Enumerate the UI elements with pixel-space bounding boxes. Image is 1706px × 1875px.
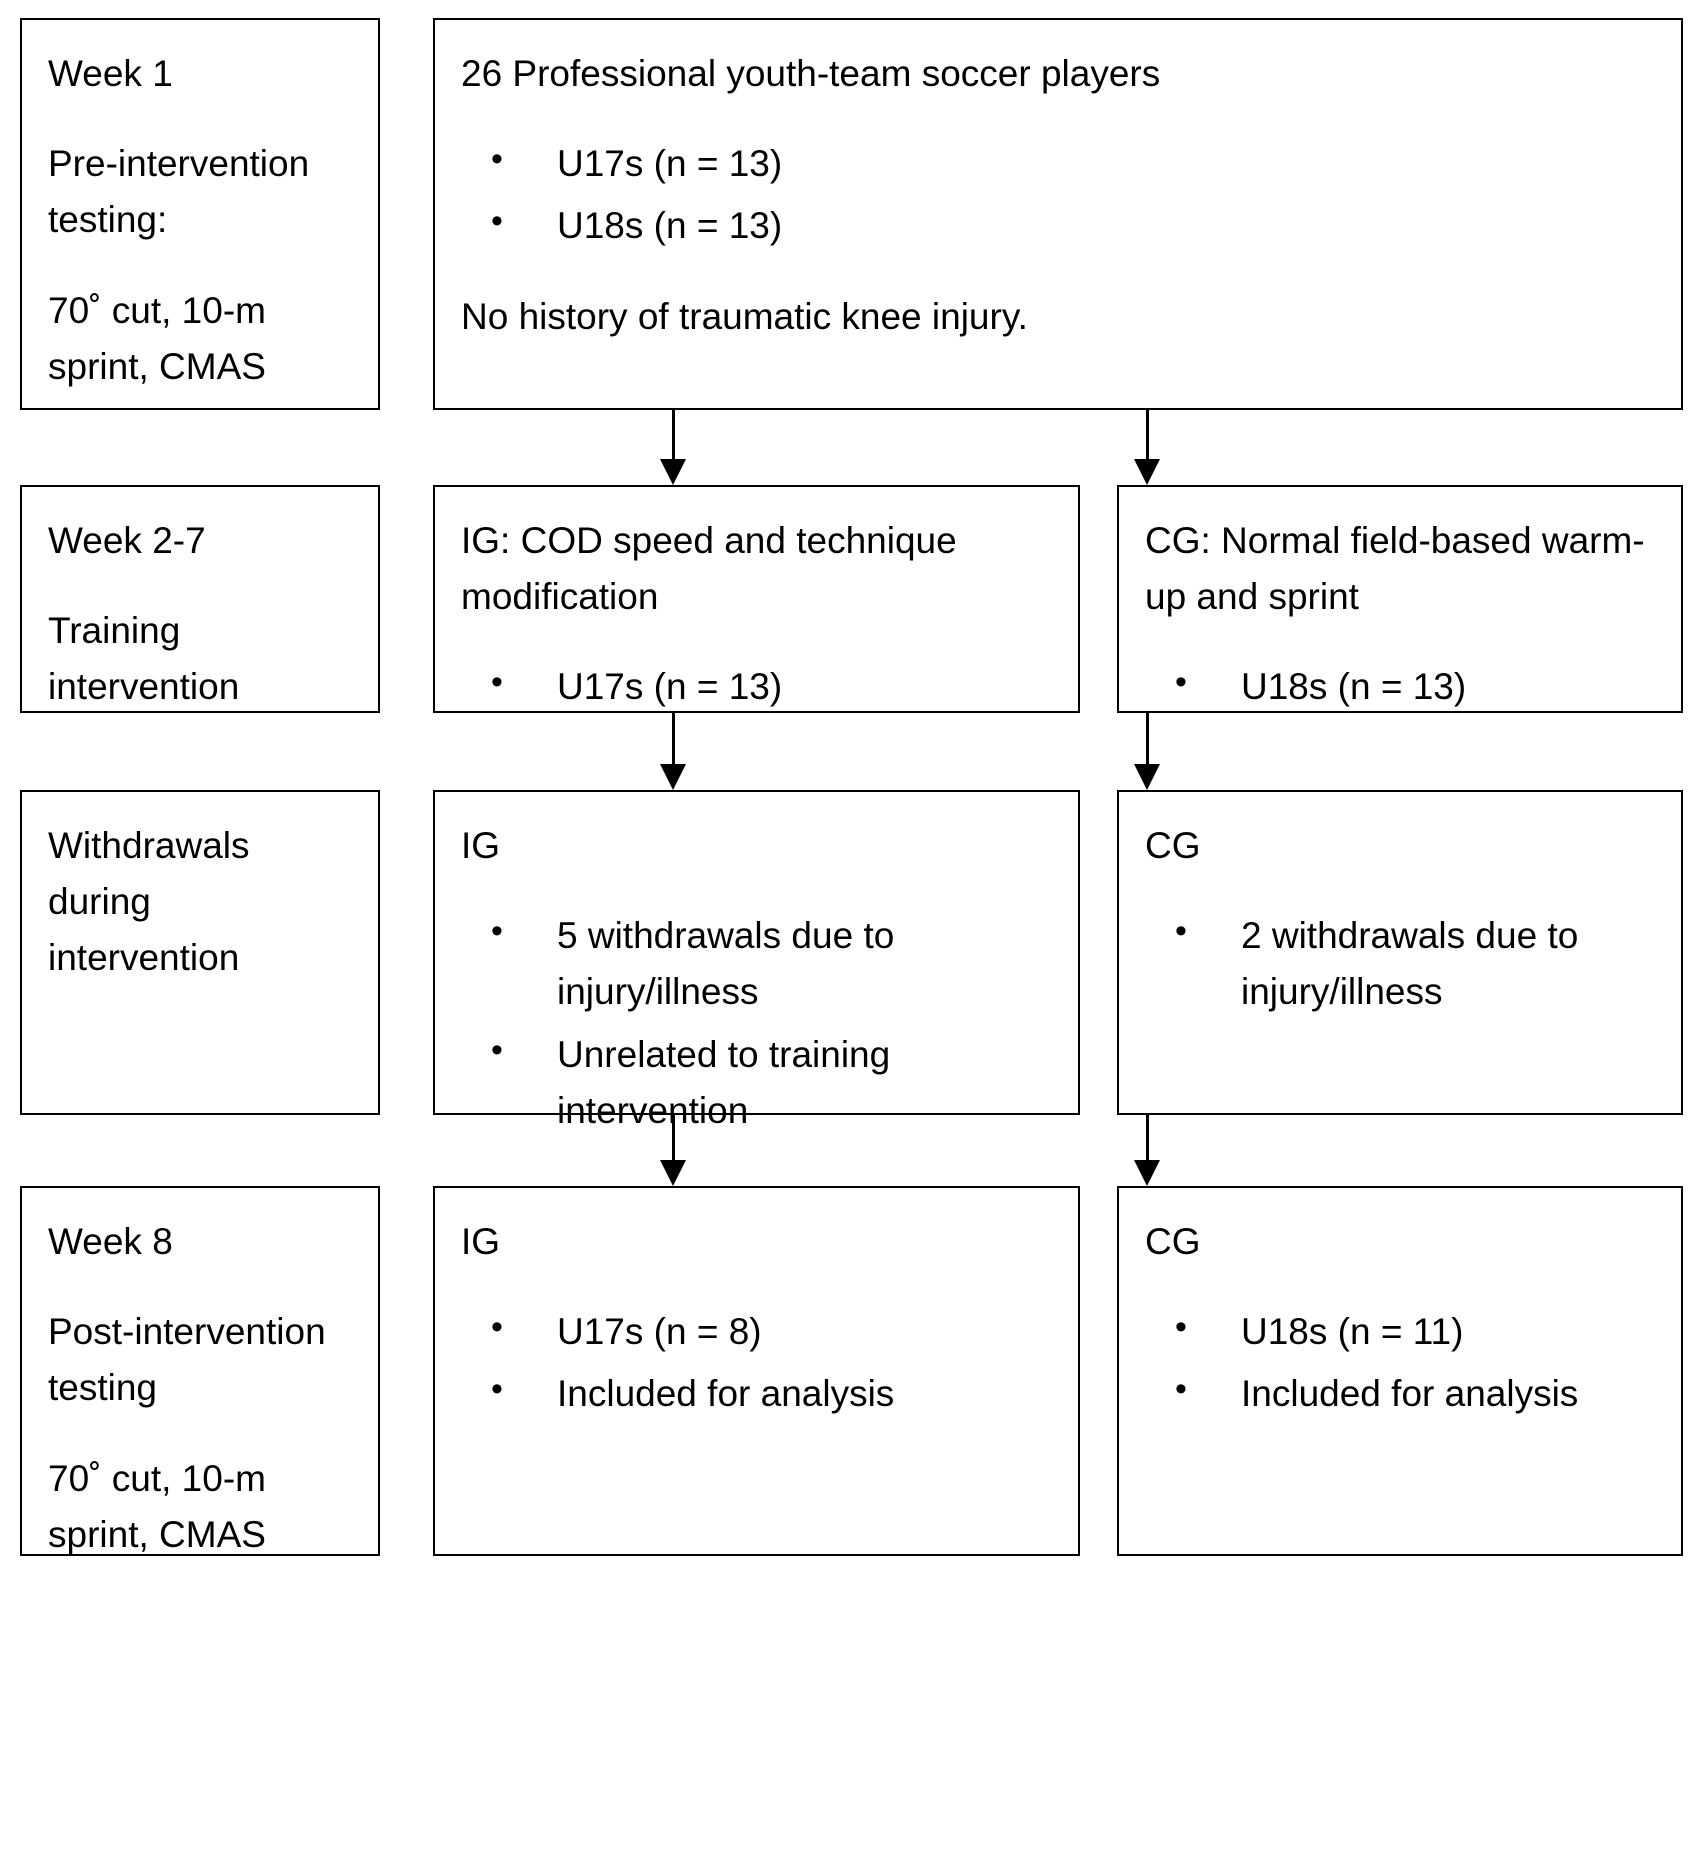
stage-label-week-1-line-2: Pre-intervention testing: bbox=[48, 143, 310, 241]
list-item: U17s (n = 8) bbox=[461, 1302, 1052, 1360]
stage-box-week-1: Week 1 Pre-intervention testing: 70˚ cut… bbox=[20, 18, 380, 410]
stage-label-withdrawals: Withdrawals during intervention bbox=[48, 825, 250, 979]
stage-label-week-1-line-1: Week 1 bbox=[48, 53, 173, 94]
arrow-ig-withdrawals-to-week-8 bbox=[660, 1115, 686, 1186]
list-item: U18s (n = 13) bbox=[461, 196, 1655, 254]
arrow-participants-to-cg bbox=[1134, 410, 1160, 485]
list-item: Unrelated to training intervention bbox=[461, 1025, 1052, 1139]
stage-label-week-2-7-line-2: Training intervention bbox=[48, 610, 240, 708]
stage-box-withdrawals: Withdrawals during intervention bbox=[20, 790, 380, 1115]
stage-box-week-8: Week 8 Post-intervention testing 70˚ cut… bbox=[20, 1186, 380, 1556]
participants-box: 26 Professional youth-team soccer player… bbox=[433, 18, 1683, 410]
ig-week-8-heading: IG bbox=[461, 1221, 501, 1262]
cg-intervention-bullet-list: U18s (n = 13) bbox=[1145, 657, 1655, 715]
list-item: 2 withdrawals due to injury/illness bbox=[1145, 906, 1655, 1020]
ig-intervention-bullet-list: U17s (n = 13) bbox=[461, 657, 1052, 715]
stage-label-week-8-line-2: Post-intervention testing bbox=[48, 1311, 326, 1409]
cg-week-8-heading: CG bbox=[1145, 1221, 1201, 1262]
cg-intervention-heading: CG: Normal field-based warm-up and sprin… bbox=[1145, 520, 1645, 618]
participants-bullet-list: U17s (n = 13) U18s (n = 13) bbox=[461, 134, 1655, 254]
cg-box-intervention: CG: Normal field-based warm-up and sprin… bbox=[1117, 485, 1683, 713]
list-item: Included for analysis bbox=[1145, 1364, 1655, 1422]
list-item: U17s (n = 13) bbox=[461, 657, 1052, 715]
list-item: U18s (n = 11) bbox=[1145, 1302, 1655, 1360]
arrow-participants-to-ig bbox=[660, 410, 686, 485]
ig-withdrawals-heading: IG bbox=[461, 825, 501, 866]
cg-week-8-bullet-list: U18s (n = 11) Included for analysis bbox=[1145, 1302, 1655, 1422]
list-item: Included for analysis bbox=[461, 1364, 1052, 1422]
arrow-ig-intervention-to-withdrawals bbox=[660, 713, 686, 790]
ig-week-8-bullet-list: U17s (n = 8) Included for analysis bbox=[461, 1302, 1052, 1422]
ig-box-week-8: IG U17s (n = 8) Included for analysis bbox=[433, 1186, 1080, 1556]
stage-label-week-8-line-1: Week 8 bbox=[48, 1221, 173, 1262]
stage-label-week-1-line-3: 70˚ cut, 10-m sprint, CMAS bbox=[48, 289, 266, 387]
cg-box-withdrawals: CG 2 withdrawals due to injury/illness bbox=[1117, 790, 1683, 1115]
ig-intervention-heading: IG: COD speed and technique modification bbox=[461, 520, 957, 618]
ig-withdrawals-bullet-list: 5 withdrawals due to injury/illness Unre… bbox=[461, 906, 1052, 1139]
cg-withdrawals-bullet-list: 2 withdrawals due to injury/illness bbox=[1145, 906, 1655, 1020]
stage-box-week-2-7: Week 2-7 Training intervention bbox=[20, 485, 380, 713]
participants-heading: 26 Professional youth-team soccer player… bbox=[461, 53, 1161, 94]
stage-label-week-8-line-3: 70˚ cut, 10-m sprint, CMAS bbox=[48, 1457, 266, 1555]
list-item: U18s (n = 13) bbox=[1145, 657, 1655, 715]
list-item: 5 withdrawals due to injury/illness bbox=[461, 906, 1052, 1020]
arrow-cg-withdrawals-to-week-8 bbox=[1134, 1115, 1160, 1186]
cg-withdrawals-heading: CG bbox=[1145, 825, 1201, 866]
cg-box-week-8: CG U18s (n = 11) Included for analysis bbox=[1117, 1186, 1683, 1556]
stage-label-week-2-7-line-1: Week 2-7 bbox=[48, 520, 206, 561]
arrow-cg-intervention-to-withdrawals bbox=[1134, 713, 1160, 790]
ig-box-intervention: IG: COD speed and technique modification… bbox=[433, 485, 1080, 713]
list-item: U17s (n = 13) bbox=[461, 134, 1655, 192]
ig-box-withdrawals: IG 5 withdrawals due to injury/illness U… bbox=[433, 790, 1080, 1131]
participants-footnote: No history of traumatic knee injury. bbox=[461, 295, 1028, 337]
